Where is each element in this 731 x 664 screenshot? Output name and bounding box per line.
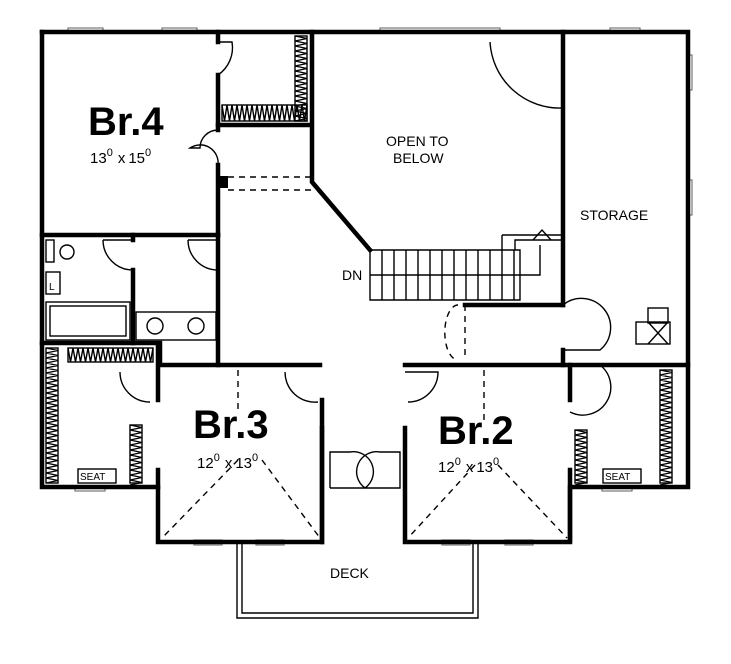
room-br2-name: Br.2 bbox=[438, 409, 514, 453]
closet-shelves bbox=[45, 35, 673, 486]
deck-label: DECK bbox=[330, 565, 370, 581]
open-to-below-label-2: BELOW bbox=[393, 150, 444, 166]
closet-hatch bbox=[659, 369, 673, 486]
closet-hatch bbox=[574, 429, 588, 486]
stairs-down-label: DN bbox=[342, 267, 362, 283]
storage-label: STORAGE bbox=[580, 207, 648, 223]
deck bbox=[236, 542, 479, 619]
laundry-label: L bbox=[49, 282, 55, 293]
open-to-below-label-1: OPEN TO bbox=[386, 133, 449, 149]
room-br3-name: Br.3 bbox=[193, 403, 269, 447]
closet-hatch bbox=[129, 424, 143, 486]
room-br4-name: Br.4 bbox=[88, 100, 164, 144]
closet-hatch bbox=[67, 347, 154, 363]
seat-left bbox=[77, 468, 117, 484]
stairs bbox=[369, 228, 563, 301]
ceiling-lines bbox=[161, 370, 568, 539]
closet-hatch bbox=[45, 347, 59, 484]
seat-left-label: SEAT bbox=[80, 472, 105, 483]
seat-right-label: SEAT bbox=[605, 472, 630, 483]
doors bbox=[102, 41, 612, 489]
closet-hatch bbox=[294, 35, 308, 122]
seat-right bbox=[602, 468, 642, 484]
fixtures bbox=[45, 239, 671, 345]
closet-hatch bbox=[221, 104, 308, 122]
walls bbox=[39, 29, 691, 545]
